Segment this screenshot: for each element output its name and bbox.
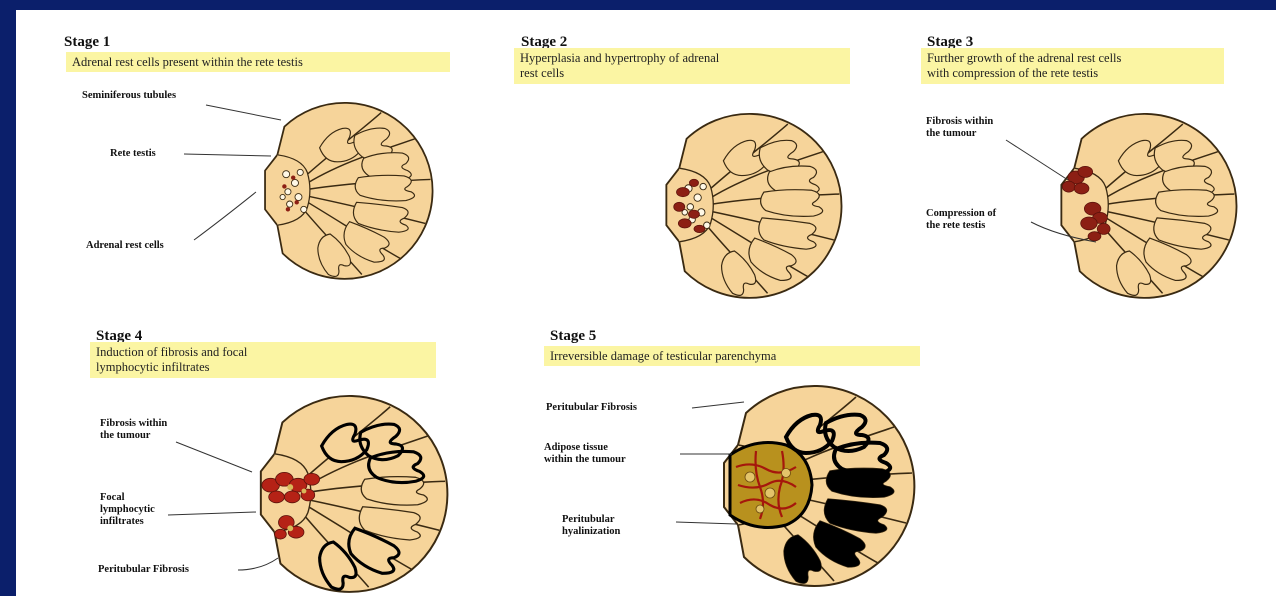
stage-1-caption: Adrenal rest cells present within the re…: [66, 52, 450, 72]
stage-4-caption: Induction of fibrosis and focal lymphocy…: [90, 342, 436, 378]
label-peritubular-fibrosis-5: Peritubular Fibrosis: [546, 402, 637, 414]
slide: Stage 1 Adrenal rest cells present withi…: [16, 10, 1276, 596]
stage-4-testis: [261, 396, 448, 592]
testis-diagrams: [16, 10, 1276, 596]
stage-3-testis: [1061, 114, 1236, 298]
label-fibrosis-within-tumour: Fibrosis within the tumour: [926, 116, 993, 140]
stage-1-testis: [265, 103, 433, 279]
label-compression-rete-testis: Compression of the rete testis: [926, 208, 996, 232]
label-adrenal-rest-cells: Adrenal rest cells: [86, 240, 164, 252]
label-fibrosis-within-tumour-4: Fibrosis within the tumour: [100, 418, 167, 442]
label-seminiferous-tubules: Seminiferous tubules: [82, 90, 176, 102]
label-rete-testis: Rete testis: [110, 148, 156, 160]
label-peritubular-hyalinization: Peritubular hyalinization: [562, 514, 620, 538]
stage-5-testis: [724, 386, 914, 586]
stage-1-title: Stage 1: [64, 34, 110, 51]
stage-2-caption: Hyperplasia and hypertrophy of adrenal r…: [514, 48, 850, 84]
label-focal-lymphocytic-infiltrates: Focal lymphocytic infiltrates: [100, 492, 155, 528]
label-adipose-tissue: Adipose tissue within the tumour: [544, 442, 626, 466]
stage-3-caption: Further growth of the adrenal rest cells…: [921, 48, 1224, 84]
stage-5-caption: Irreversible damage of testicular parenc…: [544, 346, 920, 366]
stage-5-title: Stage 5: [550, 328, 596, 345]
stage-2-testis: [666, 114, 841, 298]
label-peritubular-fibrosis-4: Peritubular Fibrosis: [98, 564, 189, 576]
